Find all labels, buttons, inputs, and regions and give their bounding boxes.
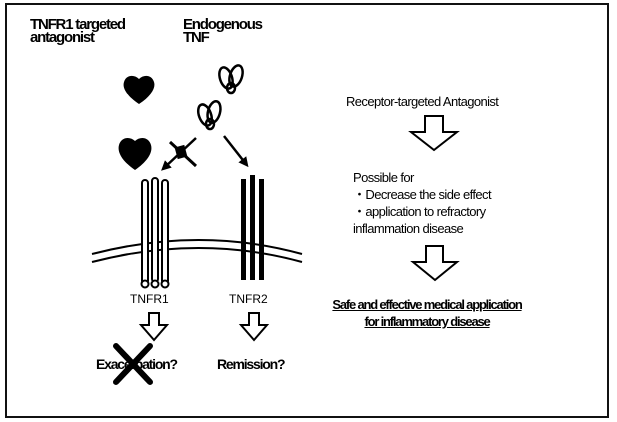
cell-membrane bbox=[92, 240, 302, 262]
down-arrow-icon-conclusion bbox=[413, 246, 457, 280]
antagonist-molecule-icon bbox=[124, 76, 155, 104]
tnfr2-receptor-icon bbox=[241, 175, 264, 280]
tnf-trimer-icon bbox=[217, 64, 245, 93]
down-arrow-icon-tnfr1 bbox=[141, 313, 167, 340]
tnfr1-receptor-icon bbox=[142, 178, 169, 288]
down-arrow-icon-heading bbox=[411, 116, 457, 150]
antagonist-bound-icon bbox=[119, 138, 152, 170]
activation-arrow bbox=[224, 136, 246, 164]
tnf-trimer-icon-2 bbox=[196, 100, 223, 129]
down-arrow-icon-tnfr2 bbox=[241, 313, 267, 340]
cross-out-icon bbox=[116, 346, 150, 382]
